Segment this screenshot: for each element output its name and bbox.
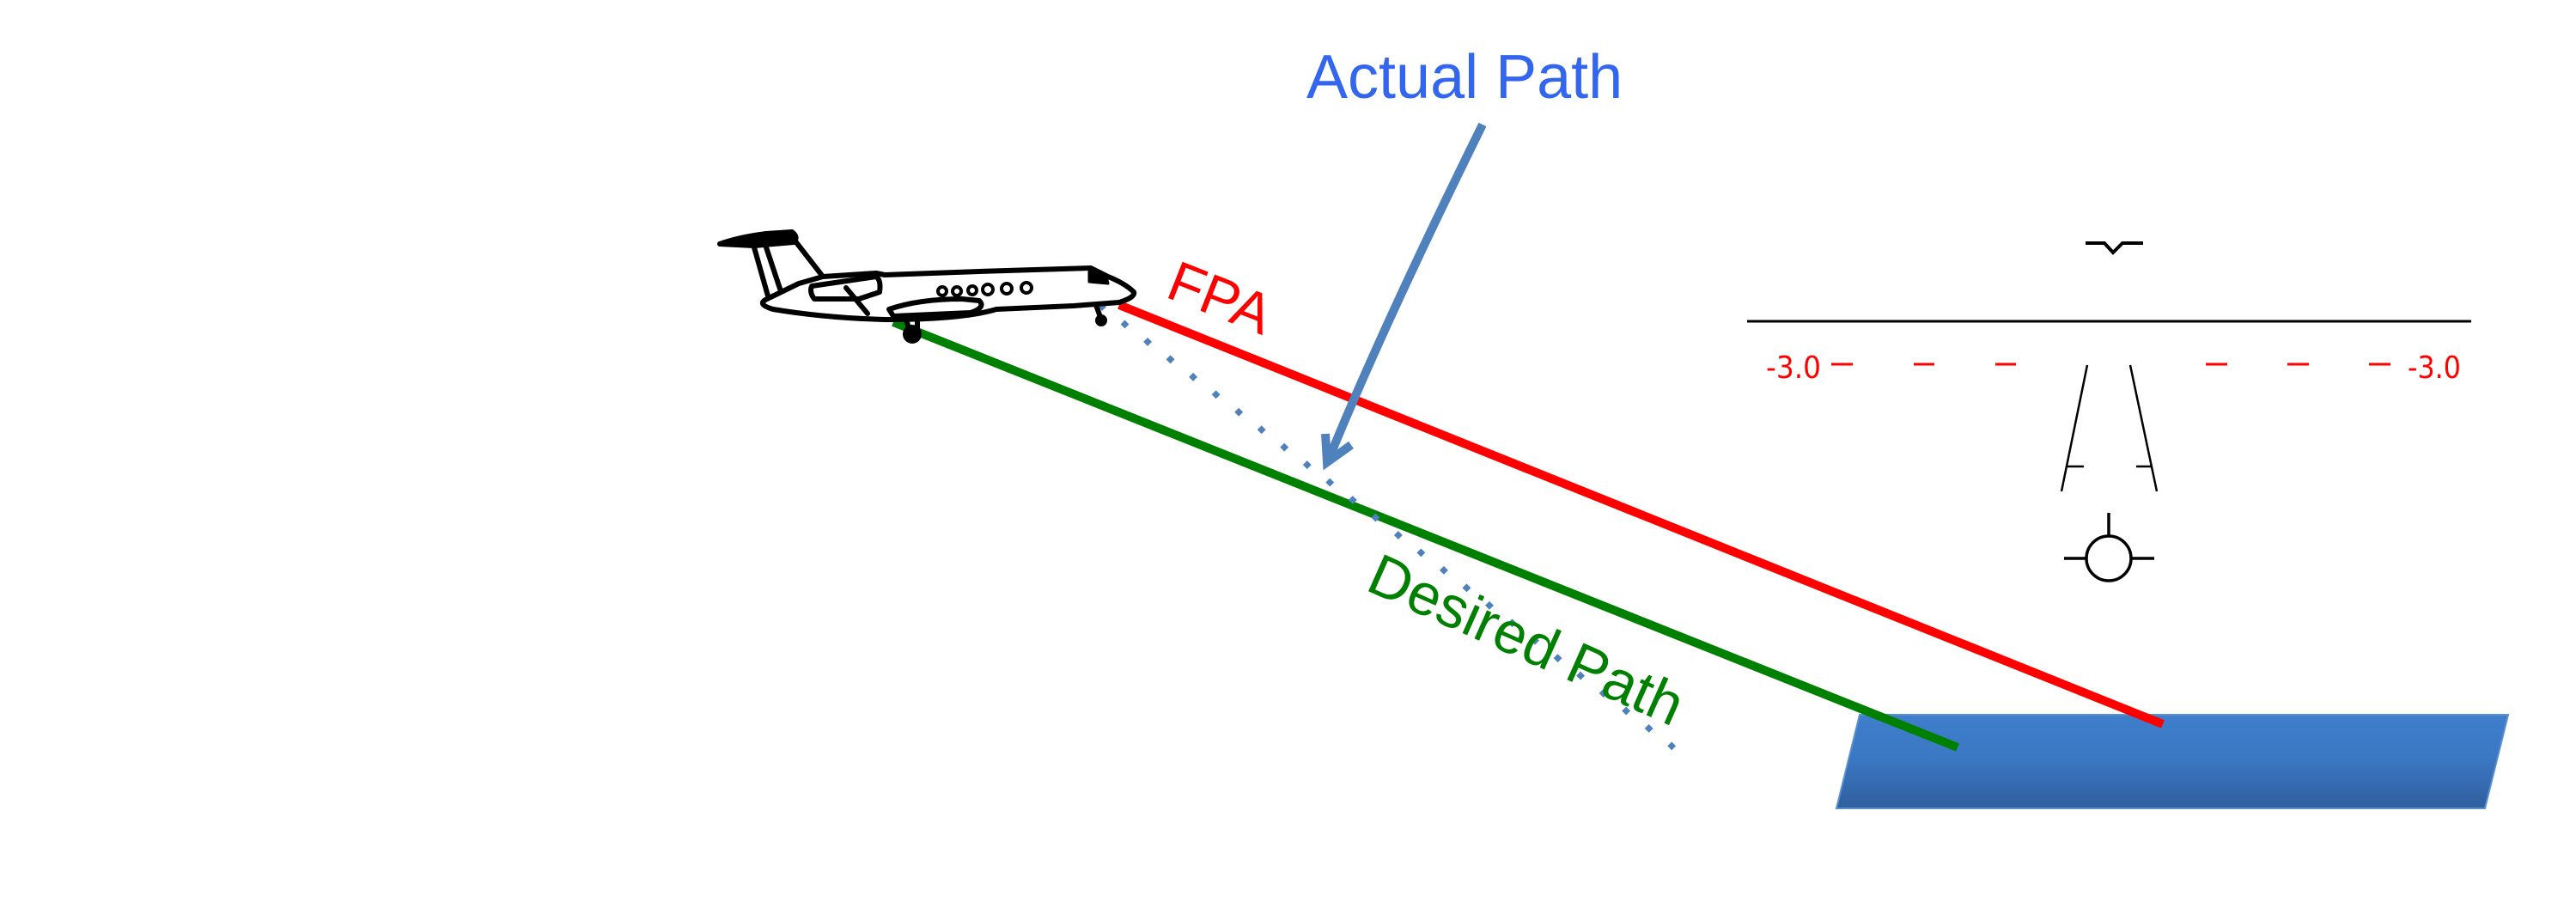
business-jet-icon <box>717 229 1137 344</box>
actual-path-dot <box>1485 600 1494 610</box>
pitch-label-left: -3.0 <box>1766 350 1821 386</box>
runway-symbol-left-edge <box>2060 364 2089 492</box>
flight-path-vector-icon <box>2064 513 2154 582</box>
actual-path-arrow-shaft <box>1325 122 1487 459</box>
actual-path-dot <box>1120 320 1130 329</box>
actual-path-dot <box>1143 337 1153 346</box>
actual-path-dot <box>1189 372 1198 381</box>
actual-path-dot <box>1439 565 1448 575</box>
actual-path-dot <box>1462 583 1471 593</box>
actual-path-dot <box>1348 496 1357 504</box>
aircraft-window <box>1000 282 1014 296</box>
aircraft-cockpit-window <box>1087 270 1110 285</box>
actual-path-dot <box>1166 355 1175 364</box>
pitch-label-right: -3.0 <box>2408 350 2461 386</box>
aircraft-tail <box>752 235 825 302</box>
actual-path-dot <box>1667 741 1677 751</box>
actual-path-dotted-line <box>1098 302 1677 751</box>
aircraft-window <box>966 284 978 296</box>
runway-symbol-icon <box>2060 364 2159 492</box>
actual-path-dot <box>1644 724 1653 733</box>
actual-path-dot <box>1393 530 1403 539</box>
aircraft-main-gear-wheel <box>903 325 922 344</box>
actual-path-dot <box>1234 407 1244 417</box>
aircraft-stabilizer <box>717 229 799 248</box>
actual-path-dot <box>1371 513 1380 522</box>
aircraft-wing <box>843 285 984 319</box>
actual-path-dot <box>1507 619 1517 628</box>
pfd-symbology: -3.0 -3.0 <box>1747 241 2471 582</box>
runway-symbol-right-edge <box>2128 364 2159 492</box>
actual-path-label: Actual Path <box>1306 43 1623 112</box>
aircraft-windows <box>936 281 1033 297</box>
desired-path-line <box>892 318 1959 752</box>
actual-path-dot <box>1576 671 1586 680</box>
actual-path-dot <box>1622 706 1631 716</box>
actual-path-dot <box>1531 636 1539 645</box>
actual-path-dot <box>1280 442 1289 452</box>
fpv-circle <box>2085 534 2133 582</box>
actual-path-dot <box>1599 689 1608 698</box>
actual-path-dot <box>1211 390 1221 399</box>
aircraft-window <box>936 285 948 297</box>
runway-block <box>1835 714 2510 809</box>
actual-path-arrow <box>1321 122 1487 471</box>
actual-path-dot <box>1257 425 1266 435</box>
actual-path-arrow-head <box>1321 433 1354 471</box>
actual-path-dot <box>1302 460 1312 470</box>
actual-path-dot <box>1416 548 1426 558</box>
aircraft-window <box>951 285 963 297</box>
aircraft-nose-gear-wheel <box>1095 314 1107 326</box>
flight-director-chevron-icon <box>2086 241 2143 255</box>
aircraft-window <box>1020 281 1033 295</box>
actual-path-dot <box>1553 654 1562 663</box>
actual-path-dot <box>1325 478 1335 487</box>
aircraft-window <box>981 283 995 296</box>
fpa-line <box>1117 301 2165 728</box>
